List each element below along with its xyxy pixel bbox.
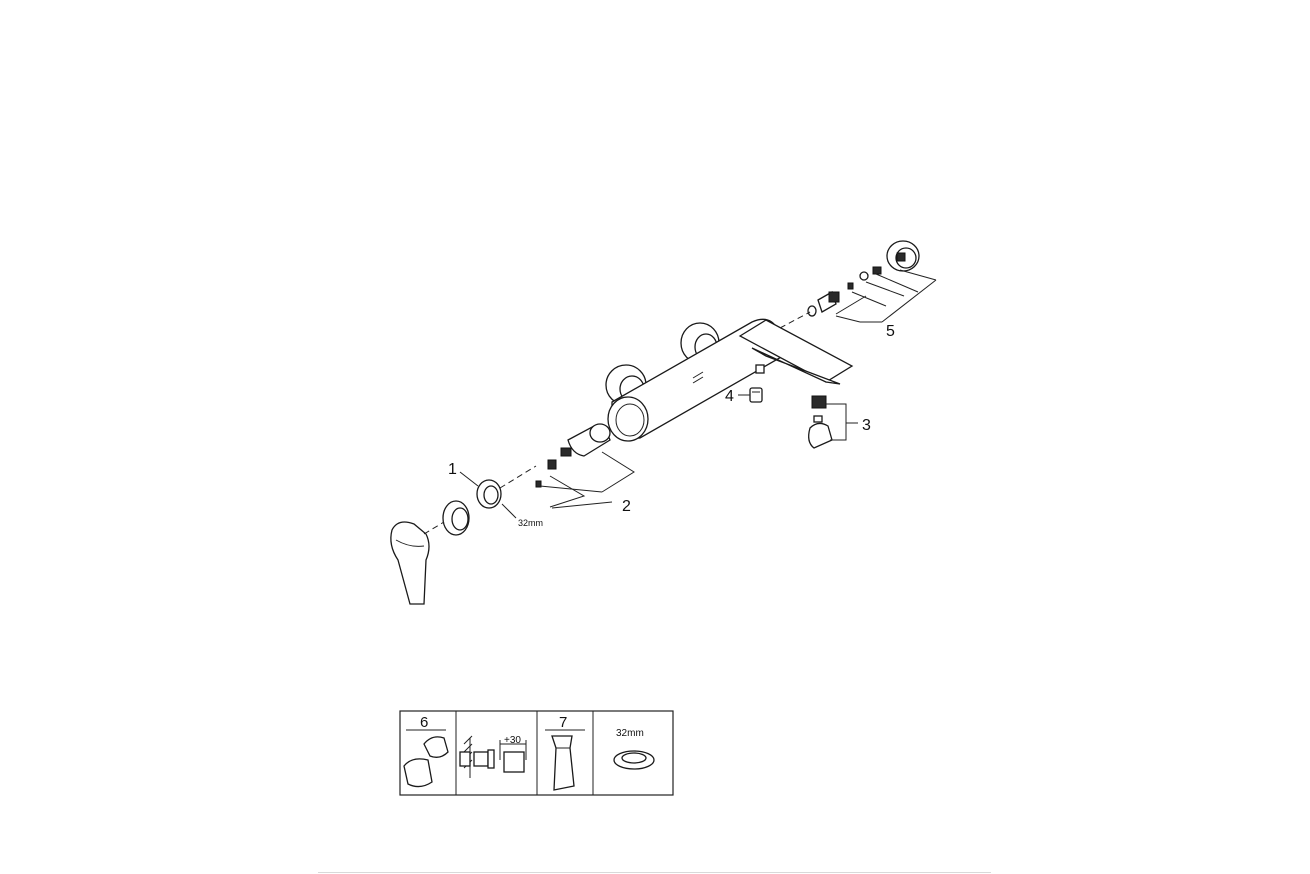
callout-4: 4 bbox=[725, 388, 734, 405]
callout-5: 5 bbox=[886, 323, 895, 340]
bracket-item-5 bbox=[835, 269, 937, 323]
assembly-axis-lines bbox=[423, 311, 811, 535]
extension-drawing bbox=[459, 735, 527, 778]
bracket-item-3 bbox=[826, 403, 858, 441]
diverter-cap bbox=[749, 387, 763, 403]
lever-handle bbox=[390, 521, 430, 605]
mounting-tool bbox=[551, 735, 575, 791]
shower-outlet bbox=[808, 395, 833, 449]
tool-size-label: 32mm bbox=[616, 728, 644, 739]
callout-3: 3 bbox=[862, 417, 871, 434]
cover-cap-bottom bbox=[403, 758, 433, 788]
leader-32mm bbox=[501, 503, 517, 519]
escutcheon-rings bbox=[442, 479, 502, 536]
callout-1: 1 bbox=[448, 461, 457, 478]
accessory-box: 6 +30 7 32mm bbox=[399, 710, 674, 796]
inlet-parts bbox=[807, 240, 920, 317]
callout-2: 2 bbox=[622, 498, 631, 515]
leader-1 bbox=[459, 471, 479, 487]
hex-nut-inner bbox=[621, 752, 647, 764]
bracket-item-2 bbox=[539, 451, 635, 509]
mixer-body bbox=[605, 318, 854, 442]
cartridge bbox=[535, 423, 611, 488]
item-7-number: 7 bbox=[559, 714, 567, 731]
extension-label: +30 bbox=[504, 735, 521, 746]
item-6-number: 6 bbox=[420, 714, 428, 731]
cover-cap-top bbox=[423, 736, 449, 758]
bottom-divider bbox=[318, 872, 991, 873]
dimension-32mm-label: 32mm bbox=[518, 518, 543, 528]
